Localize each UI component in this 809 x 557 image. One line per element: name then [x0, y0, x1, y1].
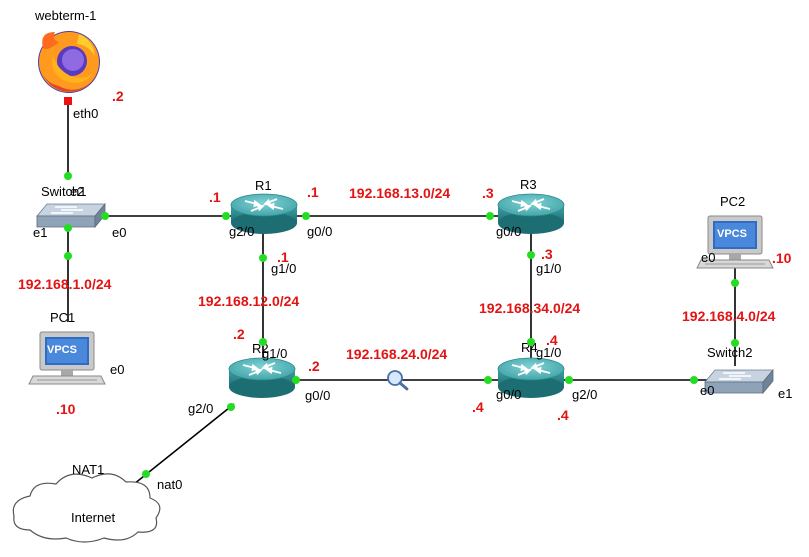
device-label: webterm-1	[34, 8, 96, 23]
host-octet: .4	[557, 407, 569, 423]
port-status-up	[690, 376, 698, 384]
switch2-node[interactable]: Switch2	[704, 345, 774, 394]
device-label: NAT1	[72, 462, 104, 477]
nat1-node[interactable]: Internet NAT1	[12, 462, 161, 543]
vpcs-text: VPCS	[47, 344, 77, 356]
port-label: e1	[33, 225, 47, 240]
port-label: g2/0	[572, 387, 597, 402]
pc-icon	[28, 331, 106, 385]
port-status-up	[302, 212, 310, 220]
port-label: g0/0	[305, 388, 330, 403]
port-status-up	[227, 403, 235, 411]
port-label: nat0	[157, 477, 182, 492]
port-status-up	[292, 376, 300, 384]
host-octet: .3	[541, 246, 553, 262]
port-status-up	[527, 338, 535, 346]
host-octet: .2	[233, 326, 245, 342]
host-octet: .1	[209, 189, 221, 205]
host-octet: .2	[308, 358, 320, 374]
port-status-up	[565, 376, 573, 384]
port-status-up	[259, 254, 267, 262]
cloud-icon	[12, 473, 161, 543]
device-label: PC2	[720, 194, 745, 209]
subnet-label: 192.168.4.0/24	[682, 308, 776, 324]
host-octet: .10	[56, 401, 76, 417]
switch-icon	[36, 203, 106, 228]
switch1-node[interactable]: Switch1	[36, 184, 106, 228]
port-status-up	[142, 470, 150, 478]
host-octet: .10	[772, 250, 792, 266]
port-label: e1	[778, 386, 792, 401]
port-label: g0/0	[307, 224, 332, 239]
port-status-up	[64, 252, 72, 260]
port-label: e0	[701, 250, 715, 265]
host-octet: .1	[277, 249, 289, 265]
port-status-up	[259, 338, 267, 346]
port-status-up	[486, 212, 494, 220]
port-status-up	[222, 212, 230, 220]
port-status-up	[64, 224, 72, 232]
host-octet: .3	[482, 185, 494, 201]
port-status-up	[101, 212, 109, 220]
port-label: e0	[110, 362, 124, 377]
port-label: g1/0	[271, 261, 296, 276]
pc1-node[interactable]: VPCS PC1	[28, 310, 106, 385]
router-r1-node[interactable]: R1	[230, 178, 298, 235]
cloud-label: Internet	[71, 510, 115, 525]
vpcs-text: VPCS	[717, 228, 747, 240]
firefox-icon	[38, 31, 100, 93]
port-label: e2	[70, 184, 84, 199]
port-status-up	[731, 339, 739, 347]
device-label: Switch1	[41, 184, 87, 199]
host-octet: .4	[472, 399, 484, 415]
port-status-up	[731, 279, 739, 287]
host-octet: .1	[307, 184, 319, 200]
link-r2-nat1	[123, 403, 235, 493]
port-status-up	[484, 376, 492, 384]
port-status-up	[527, 251, 535, 259]
port-label: g0/0	[496, 224, 521, 239]
pc2-node[interactable]: VPCS PC2	[696, 194, 774, 269]
port-status-up	[64, 172, 72, 180]
subnet-label: 192.168.1.0/24	[18, 276, 112, 292]
host-octet: .4	[546, 332, 558, 348]
port-label: eth0	[73, 106, 98, 121]
port-label: g1/0	[536, 261, 561, 276]
port-status-down	[64, 97, 72, 105]
host-octet: .2	[112, 88, 124, 104]
port-label: e0	[700, 383, 714, 398]
subnet-label: 192.168.24.0/24	[346, 346, 447, 362]
subnet-label: 192.168.12.0/24	[198, 293, 299, 309]
router-icon	[228, 357, 296, 399]
device-label: R1	[255, 178, 272, 193]
port-label: g0/0	[496, 387, 521, 402]
router-r3-node[interactable]: R3	[497, 177, 565, 235]
port-label: g2/0	[229, 224, 254, 239]
port-label: g2/0	[188, 401, 213, 416]
device-label: R3	[520, 177, 537, 192]
port-label: g1/0	[536, 345, 561, 360]
subnet-label: 192.168.34.0/24	[479, 300, 580, 316]
port-label: g1/0	[262, 346, 287, 361]
device-label: PC1	[50, 310, 75, 325]
webterm-node[interactable]: webterm-1	[34, 8, 100, 93]
port-label: e0	[112, 225, 126, 240]
capture-magnifier-icon[interactable]	[387, 370, 409, 391]
device-label: Switch2	[707, 345, 753, 360]
switch-icon	[704, 369, 774, 394]
subnet-label: 192.168.13.0/24	[349, 185, 450, 201]
